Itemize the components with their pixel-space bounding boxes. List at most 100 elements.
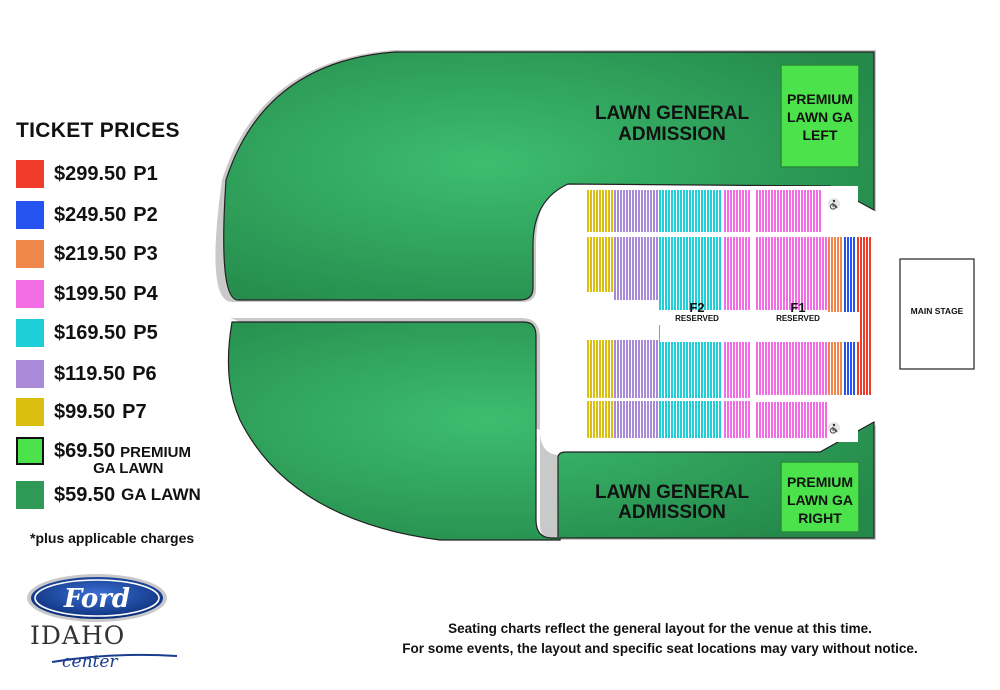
section-f2-label: F2 [689,300,704,315]
section-p4-bottom[interactable] [756,402,827,438]
swatch-p4 [16,280,44,308]
seat-row [680,190,682,232]
section-p4-upper-a[interactable] [724,237,750,310]
seat-row [620,190,622,232]
seat-row [798,237,800,310]
seat-row [593,237,595,292]
seat-row [710,237,712,310]
charges-note: *plus applicable charges [30,530,195,546]
seat-row [795,237,797,310]
seat-row [620,340,622,438]
seat-row [789,190,791,232]
seat-row [745,190,747,232]
seat-row [665,237,667,310]
section-f1-sub: RESERVED [776,314,820,323]
seat-row [765,190,767,232]
section-p7-lower[interactable] [587,340,613,438]
seat-row [756,237,758,310]
seat-row [665,190,667,232]
logo-swoosh [51,653,178,663]
seat-row [804,237,806,310]
seat-row [587,190,589,232]
legend-item-p4[interactable]: $199.50 P4 [16,279,158,309]
seat-row [822,237,824,310]
seat-row [716,325,718,438]
seat-row [819,402,821,438]
section-p5-upper[interactable] [659,237,721,310]
legend-item-p7[interactable]: $99.50 P7 [16,397,147,427]
seat-row [590,190,592,232]
seat-row [671,237,673,310]
seat-row [798,190,800,232]
seat-row [789,237,791,310]
legend-item-p3[interactable]: $219.50 P3 [16,239,158,269]
swatch-p1 [16,160,44,188]
seat-row [680,237,682,310]
main-stage[interactable] [899,258,975,370]
seat-row [789,402,791,438]
legend-price: $169.50 [54,321,127,344]
seat-row [810,402,812,438]
seat-row [825,402,827,438]
seat-row [641,190,643,232]
seat-row [590,340,592,438]
seat-row [638,237,640,300]
seat-row [620,237,622,300]
seat-row [783,402,785,438]
seat-row [724,325,726,438]
seat-row [686,237,688,310]
section-p5-lower[interactable] [659,325,721,438]
seat-row [780,402,782,438]
section-p7-top[interactable] [587,190,613,232]
seat-row [774,402,776,438]
seat-row [593,340,595,438]
legend-item-p5[interactable]: $169.50 P5 [16,318,158,348]
legend-price: $249.50 [54,203,127,226]
section-p6-top[interactable] [614,190,658,232]
premium-lawn-ga-right[interactable] [780,461,860,533]
section-p4-lower-a[interactable] [724,325,750,438]
seat-row [656,237,658,300]
seat-row [786,190,788,232]
seat-row [756,325,758,395]
seat-row [596,340,598,438]
legend-item-p1[interactable]: $299.50 P1 [16,159,158,189]
section-p4-top-a[interactable] [724,190,750,232]
legend-item-ga-lawn[interactable]: $59.50 GA LAWN [16,480,201,510]
seat-row [739,325,741,438]
seat-row [665,325,667,438]
seat-row [730,325,732,438]
section-p5-top[interactable] [659,190,721,232]
seat-row [759,325,761,395]
section-p6-lower[interactable] [614,340,658,438]
section-p4-lower-b[interactable] [756,325,827,395]
legend-item-p6[interactable]: $119.50 P6 [16,359,157,389]
seat-row [659,325,661,438]
section-p4-top-b[interactable] [756,190,821,232]
seat-row [614,237,616,300]
seat-row [653,340,655,438]
premium-lawn-ga-left[interactable] [780,64,860,168]
seat-row [719,325,721,438]
seat-row [677,325,679,438]
seat-row [671,190,673,232]
section-p7-upper[interactable] [587,237,613,292]
seat-row [762,402,764,438]
section-f2-sub: RESERVED [675,314,719,323]
legend-item-premium-lawn[interactable]: $69.50 PREMIUM GA LAWN [16,437,191,477]
seat-row [656,190,658,232]
seat-row [774,190,776,232]
lawn-general-admission-top[interactable] [223,51,875,301]
legend-item-p2[interactable]: $249.50 P2 [16,200,158,230]
premium-right-line2: LAWN GA [787,492,853,508]
seat-row [825,237,827,310]
section-p6-upper[interactable] [614,237,658,300]
seat-row [638,340,640,438]
legend-code: P2 [133,203,158,226]
section-p4-upper-b[interactable] [756,237,827,310]
seat-row [869,237,871,395]
seat-row [650,190,652,232]
wheelchair-icon [828,422,840,434]
seat-row [671,325,673,438]
seat-row [807,237,809,310]
